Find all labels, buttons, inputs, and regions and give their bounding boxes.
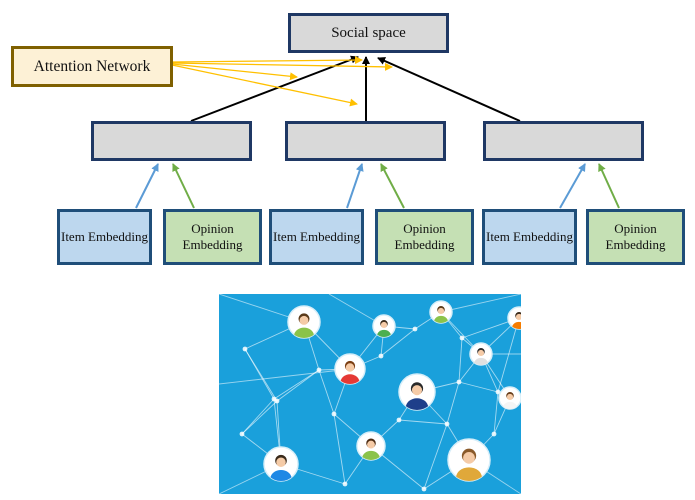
network-node-dot	[239, 431, 245, 437]
attention-network-box: Attention Network	[11, 46, 173, 87]
arrow-opinion-1-to-aggregator	[172, 163, 195, 209]
arrow-opinion-3-to-aggregator	[598, 163, 620, 209]
opinion-embedding-box-2: Opinion Embedding	[375, 209, 474, 265]
network-link	[493, 391, 499, 435]
attention-arrow-3	[171, 63, 298, 81]
network-node-dot	[495, 389, 501, 395]
person-avatar-icon	[469, 342, 493, 366]
social-network-graph	[219, 294, 521, 494]
arrow-aggregator-3-to-social	[377, 57, 521, 122]
network-node-dot	[342, 481, 348, 487]
person-avatar-icon	[498, 386, 521, 410]
network-link	[241, 400, 278, 435]
network-link	[241, 398, 275, 435]
arrow-aggregator-1-to-social	[190, 55, 359, 122]
opinion-embedding-label: Opinion Embedding	[605, 220, 666, 252]
network-node-dot	[396, 417, 402, 423]
arrow-opinion-2-to-aggregator	[380, 163, 405, 209]
network-link	[276, 369, 320, 402]
network-link	[398, 419, 448, 425]
network-link	[333, 413, 346, 485]
network-node-dot	[316, 367, 322, 373]
network-link	[423, 423, 448, 490]
network-node-dot	[331, 411, 337, 417]
person-avatar-icon	[429, 300, 453, 324]
network-link	[497, 317, 520, 393]
attention-arrow-4	[171, 64, 358, 107]
arrow-item-2-to-aggregator	[346, 163, 364, 209]
network-link	[318, 369, 335, 415]
network-node-dot	[456, 379, 462, 385]
person-avatar-icon	[507, 306, 521, 330]
person-avatar-icon	[447, 438, 491, 482]
network-link	[380, 328, 416, 357]
attention-arrow-2	[171, 62, 393, 71]
social-network-illustration	[219, 294, 521, 494]
network-link	[440, 294, 521, 313]
opinion-embedding-box-3: Opinion Embedding	[586, 209, 685, 265]
person-avatar-icon	[263, 446, 299, 482]
attention-arrow-1	[171, 56, 363, 65]
network-node-dot	[412, 326, 418, 332]
person-avatar-icon	[398, 373, 436, 411]
opinion-embedding-label: Opinion Embedding	[394, 220, 455, 252]
aggregator-box-2	[285, 121, 446, 161]
social-space-label: Social space	[331, 24, 406, 41]
opinion-embedding-label: Opinion Embedding	[182, 220, 243, 252]
item-embedding-label: Item Embedding	[272, 228, 360, 244]
network-node-dot	[491, 431, 497, 437]
network-link	[458, 337, 463, 383]
network-node-dot	[421, 486, 427, 492]
network-link	[458, 381, 499, 393]
arrow-item-1-to-aggregator	[135, 163, 159, 209]
social-space-box: Social space	[288, 13, 449, 53]
person-avatar-icon	[287, 305, 321, 339]
person-avatar-icon	[334, 353, 366, 385]
network-node-dot	[459, 335, 465, 341]
network-node-dot	[274, 398, 280, 404]
person-avatar-icon	[372, 314, 396, 338]
attention-network-label: Attention Network	[33, 57, 151, 75]
aggregator-box-3	[483, 121, 644, 161]
item-embedding-box-1: Item Embedding	[57, 209, 152, 265]
item-embedding-box-2: Item Embedding	[269, 209, 364, 265]
arrow-item-3-to-aggregator	[559, 163, 586, 209]
network-link	[446, 381, 460, 425]
item-embedding-label: Item Embedding	[485, 228, 573, 244]
network-link	[273, 369, 320, 400]
item-embedding-label: Item Embedding	[60, 228, 148, 244]
network-node-dot	[378, 353, 384, 359]
network-node-dot	[444, 421, 450, 427]
network-link	[219, 368, 351, 385]
network-link	[244, 348, 278, 402]
person-avatar-icon	[356, 431, 386, 461]
aggregator-box-1	[91, 121, 252, 161]
network-node-dot	[242, 346, 248, 352]
opinion-embedding-box-1: Opinion Embedding	[163, 209, 262, 265]
item-embedding-box-3: Item Embedding	[482, 209, 577, 265]
